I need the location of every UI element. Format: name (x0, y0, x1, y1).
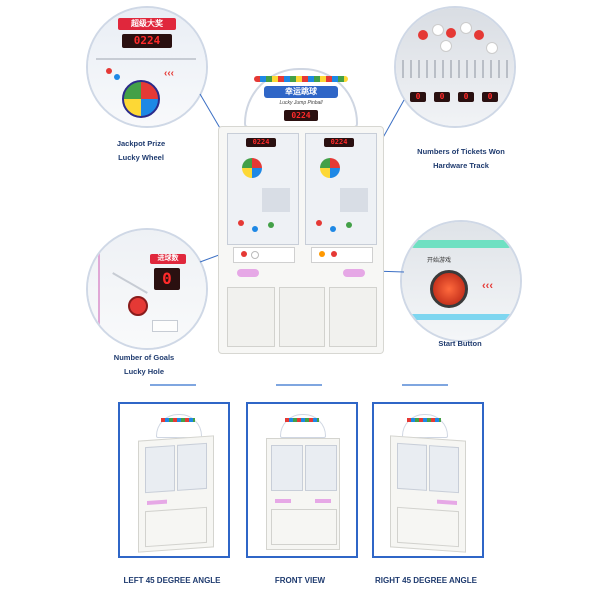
front-view-box (246, 402, 358, 558)
arrow-left-icon: ‹‹‹ (482, 280, 493, 292)
cabinet-body: 0224 0224 (218, 126, 384, 354)
main-counter-display: 0224 (284, 110, 318, 121)
start-panel-label: 开始游戏 (426, 258, 451, 264)
left-playfield: 0224 (227, 133, 299, 245)
start-button (430, 270, 468, 308)
lucky-hole-label: Lucky Hole (123, 367, 164, 376)
left-angle-view-box (118, 402, 230, 558)
front-view-caption: FRONT VIEW (274, 576, 326, 585)
start-callout-image: 开始游戏 ‹‹‹ (400, 220, 522, 342)
goals-counter-display: 0 (154, 268, 180, 290)
ticket-counter-1: 0 (410, 92, 426, 102)
ticket-counter-3: 0 (458, 92, 474, 102)
marquee: 幸运跳球 Lucky Jump Pinball 0224 (244, 68, 358, 128)
jackpot-counter-display: 0224 (122, 34, 172, 48)
right-angle-caption: RIGHT 45 DEGREE ANGLE (375, 576, 477, 585)
marquee-title: 幸运跳球 (264, 86, 338, 98)
jackpot-sign: 超级大奖 (118, 18, 176, 30)
tickets-won-label: Numbers of Tickets Won (417, 147, 505, 156)
lucky-wheel-label: Lucky Wheel (118, 153, 164, 162)
left-angle-caption: LEFT 45 DEGREE ANGLE (123, 576, 221, 585)
ticket-counter-2: 0 (434, 92, 450, 102)
jackpot-prize-label: Jackpot Prize (116, 139, 166, 148)
main-machine: 幸运跳球 Lucky Jump Pinball 0224 0224 0224 (212, 68, 388, 360)
ticket-counter-4: 0 (482, 92, 498, 102)
lucky-wheel (122, 80, 160, 118)
jackpot-callout-image: 超级大奖 0224 ‹‹‹ (86, 6, 208, 128)
separator-left (150, 384, 196, 386)
goals-sign: 进球数 (150, 254, 186, 264)
hardware-track-label: Hardware Track (433, 161, 489, 170)
goals-callout-image: 进球数 0 (86, 228, 208, 350)
lucky-hole (128, 296, 148, 316)
start-button-label: Start Button (438, 339, 482, 348)
marquee-subtitle: Lucky Jump Pinball (279, 100, 323, 106)
right-counter-display: 0224 (324, 138, 354, 147)
right-angle-view-box (372, 402, 484, 558)
number-of-goals-label: Number of Goals (113, 353, 175, 362)
hardware-track (402, 60, 508, 78)
tickets-callout-image: 0 0 0 0 (394, 6, 516, 128)
left-counter-display: 0224 (246, 138, 276, 147)
arrow-chevron-icon: ‹‹‹ (164, 68, 174, 79)
separator-center (276, 384, 322, 386)
right-playfield: 0224 (305, 133, 377, 245)
separator-right (402, 384, 448, 386)
